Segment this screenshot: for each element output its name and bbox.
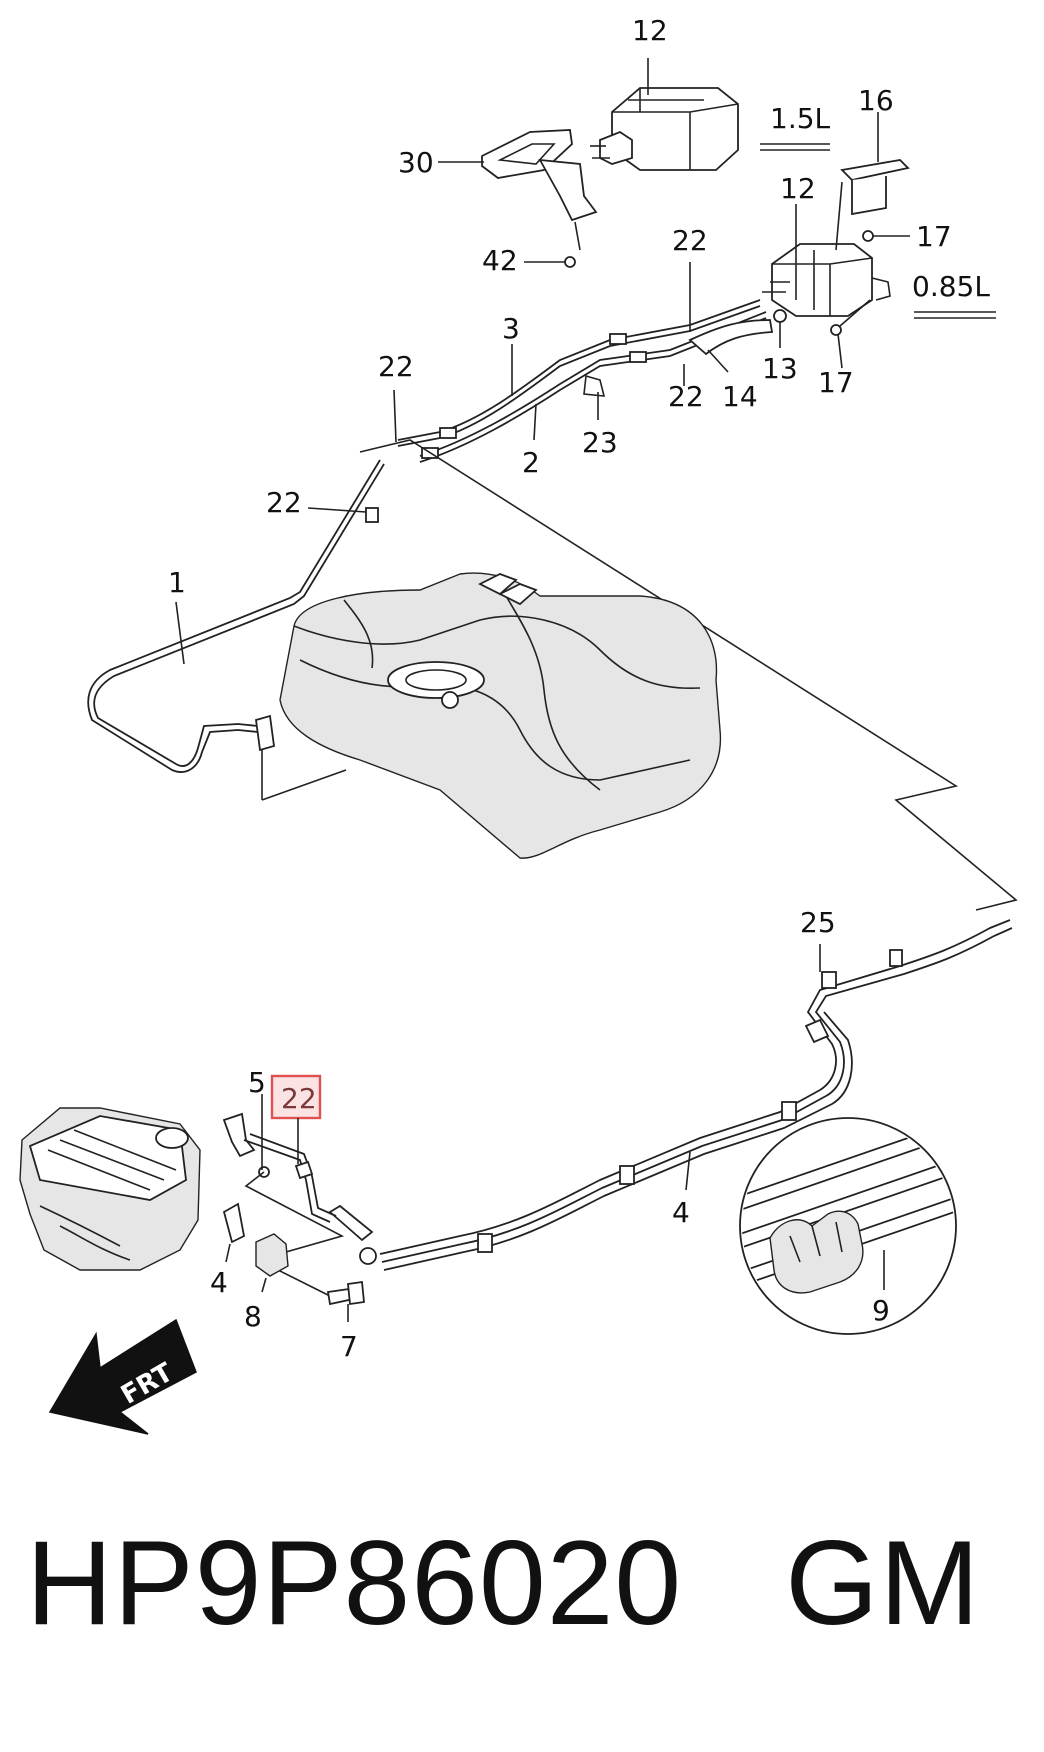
callout-4-detail: 9 (872, 1294, 890, 1327)
callout-9: 7 (340, 1330, 358, 1363)
vapor-hoses (397, 299, 787, 463)
callout-22-upper-right: 22 (672, 224, 708, 257)
callout-5: 5 (248, 1066, 266, 1099)
callout-12-large-canister: 12 (632, 14, 668, 47)
callout-25: 25 (800, 906, 836, 939)
mounting-bracket (481, 129, 598, 251)
brand-name: GM (785, 1516, 981, 1650)
feed-line-bracket (222, 1112, 337, 1223)
callout-42: 42 (482, 244, 518, 277)
callout-22-highlighted[interactable]: 22 (281, 1082, 317, 1115)
highlight-box-22 (270, 1074, 322, 1120)
engine (19, 1107, 201, 1271)
note-canister-small: 0.85L (912, 270, 990, 303)
callout-14: 14 (722, 380, 758, 413)
canister-small (762, 243, 891, 317)
callout-4-main: 4 (672, 1196, 690, 1229)
clip-detail-view (739, 1117, 957, 1335)
callout-17-lower: 17 (818, 366, 854, 399)
fuel-tank (279, 572, 722, 859)
callout-16: 16 (858, 84, 894, 117)
callout-3: 3 (502, 312, 520, 345)
callout-22-line-1: 22 (266, 486, 302, 519)
bolt-9 (326, 1280, 365, 1306)
callout-13: 13 (762, 352, 798, 385)
callout-17-upper: 17 (916, 220, 952, 253)
part-number-footer: HP9P86020 GM (26, 1508, 1026, 1658)
main-fuel-line (328, 919, 1013, 1271)
callout-7: 8 (244, 1300, 262, 1333)
part-number: HP9P86020 (26, 1516, 683, 1650)
callout-22-middle-right: 22 (668, 380, 704, 413)
callout-1: 1 (168, 566, 186, 599)
fuel-supply-line (87, 459, 385, 801)
callout-23: 23 (582, 426, 618, 459)
callout-22-left: 22 (378, 350, 414, 383)
canister-large (590, 87, 739, 171)
callout-30: 30 (398, 146, 434, 179)
front-direction-arrow: FRT (48, 1318, 197, 1435)
callout-8: 4 (210, 1266, 228, 1299)
note-canister-large: 1.5L (770, 102, 831, 135)
callout-12-small-canister: 12 (780, 172, 816, 205)
bracket (840, 159, 910, 216)
callout-2: 2 (522, 446, 540, 479)
bolt (862, 230, 910, 242)
